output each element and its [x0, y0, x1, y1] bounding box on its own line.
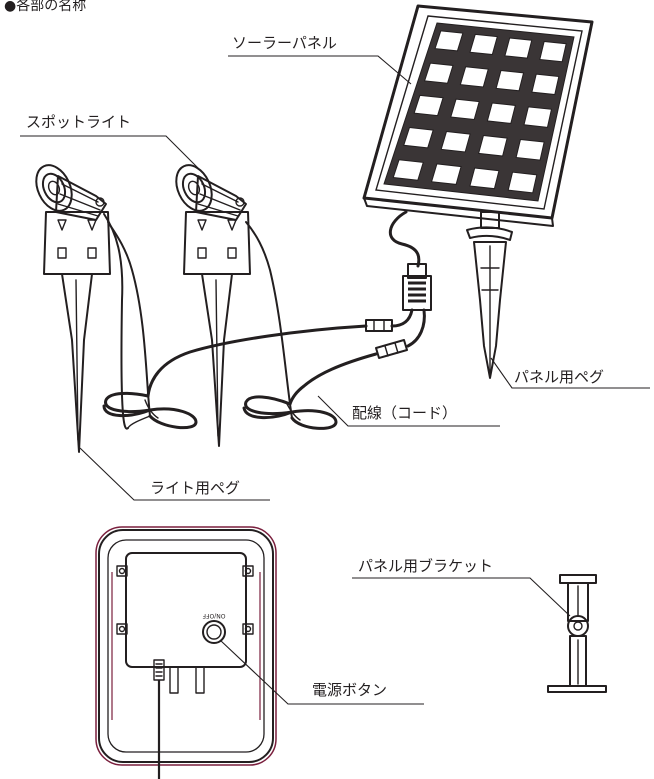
label-panel-peg: パネル用ペグ — [514, 368, 604, 386]
solar-cell — [450, 98, 480, 121]
leader-light-peg — [79, 447, 270, 501]
label-power-button: 電源ボタン — [312, 681, 387, 699]
solar-cell — [434, 30, 464, 52]
leader-solar-panel — [228, 55, 412, 85]
solar-cell — [423, 62, 454, 84]
leader-panel-bracket — [352, 577, 571, 617]
solar-cell — [504, 37, 533, 59]
leader-cable — [317, 395, 500, 427]
solar-cell — [469, 167, 500, 190]
power-button — [202, 620, 226, 644]
screw-bl — [116, 623, 128, 635]
solar-cell — [403, 127, 434, 149]
cable — [102, 210, 432, 430]
solar-cell — [495, 69, 525, 92]
solar-cell — [478, 134, 508, 157]
label-light-peg: ライト用ペグ — [150, 479, 240, 497]
spotlight-1 — [35, 164, 111, 453]
screw-tr — [242, 565, 254, 577]
solar-cell — [539, 40, 567, 63]
solar-cell — [440, 131, 471, 153]
solar-cell — [507, 171, 538, 194]
panel-peg — [466, 211, 513, 379]
solar-cell — [531, 73, 560, 96]
solar-cell — [413, 94, 444, 117]
screw-br — [242, 623, 254, 635]
label-cable: 配線（コード） — [352, 404, 457, 422]
solar-cell — [392, 159, 424, 181]
solar-panel — [362, 4, 594, 227]
on-off-print: ON/OFF — [202, 612, 225, 619]
solar-cell — [486, 102, 516, 124]
solar-cell — [523, 106, 553, 128]
panel-bracket — [547, 574, 607, 693]
control-box — [95, 526, 277, 779]
solar-cell — [515, 138, 545, 161]
leader-spotlight — [20, 135, 199, 169]
label-solar-panel: ソーラーパネル — [232, 34, 337, 52]
leader-power-button — [219, 639, 424, 705]
solar-cell — [430, 163, 462, 185]
connector-2 — [375, 339, 408, 359]
leader-panel-peg — [490, 357, 650, 389]
junction-box — [402, 263, 432, 311]
connector-1 — [365, 319, 393, 332]
solar-cell — [469, 33, 498, 56]
screw-tl — [116, 565, 128, 577]
page-heading: ●各部の名称 — [4, 0, 86, 14]
spotlight-2 — [175, 164, 251, 447]
label-spotlight: スポットライト — [26, 113, 131, 131]
label-panel-bracket: パネル用ブラケット — [358, 557, 493, 575]
solar-cell-grid — [383, 22, 575, 202]
solar-cell — [459, 66, 489, 88]
